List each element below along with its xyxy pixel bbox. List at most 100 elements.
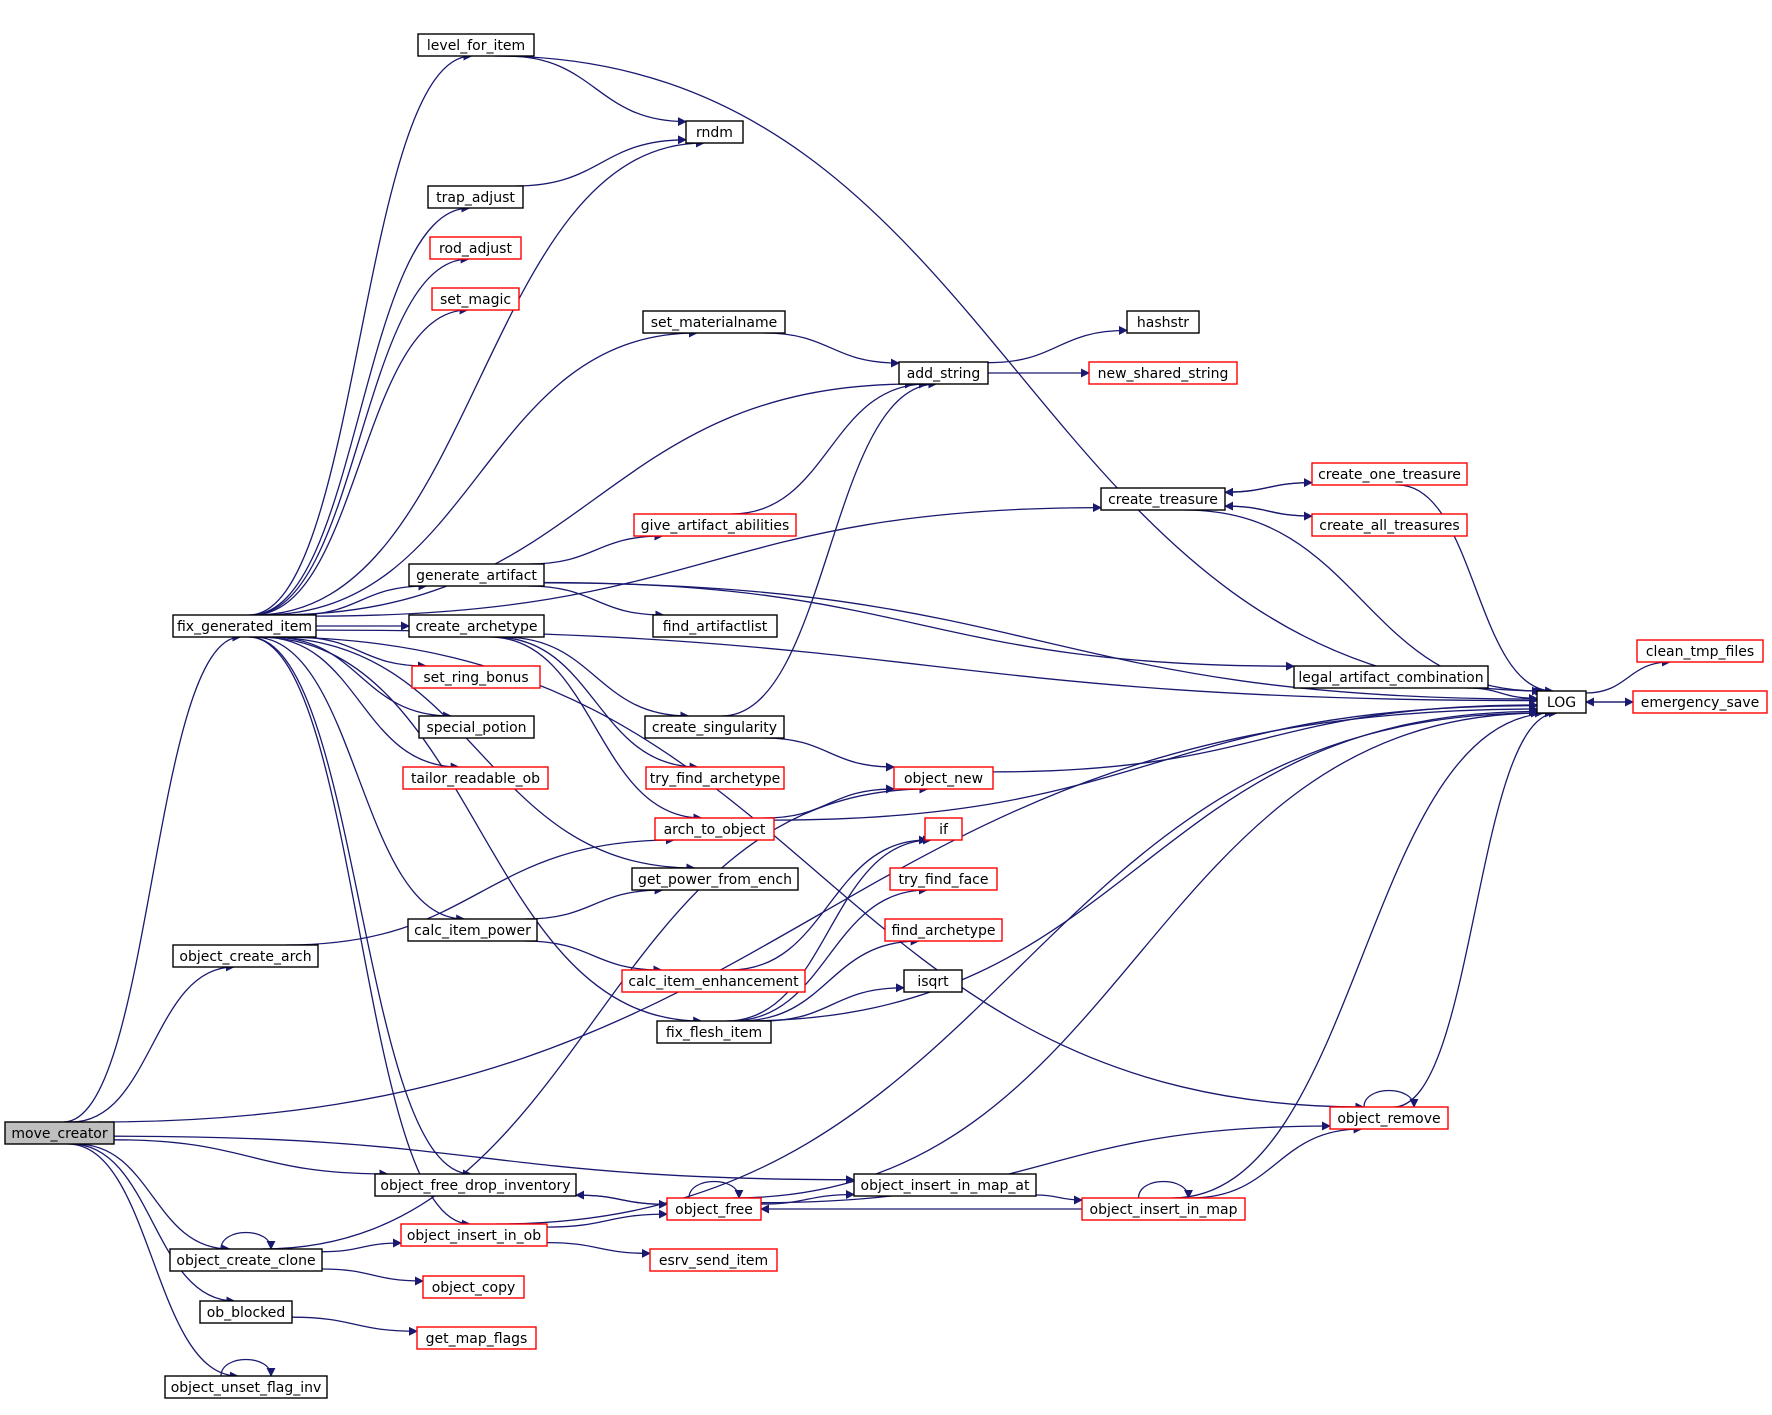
node-object-create-clone[interactable]: object_create_clone	[169, 1248, 323, 1272]
edge-fix_generated_item-to-set_magic	[252, 305, 469, 616]
node-generate-artifact[interactable]: generate_artifact	[408, 563, 545, 587]
node-label: calc_item_enhancement	[628, 974, 799, 990]
node-box	[172, 944, 319, 968]
edge-generate_artifact-to-find_artifactlist	[527, 585, 665, 620]
node-box	[633, 513, 797, 537]
edge-fix_generated_item-to-trap_adjust	[250, 203, 471, 616]
node-object-unset-flag-inv[interactable]: object_unset_flag_inv	[164, 1375, 328, 1399]
edge-object_insert_in_ob-to-LOG	[496, 708, 1540, 1225]
edges-layer	[63, 51, 1671, 1381]
edge-add_string-to-hashstr	[987, 325, 1128, 364]
node-object-insert-in-map-at[interactable]: object_insert_in_map_at	[853, 1173, 1037, 1197]
edge-create_one_treasure-to-create_treasure	[1224, 481, 1313, 497]
node-set-magic[interactable]: set_magic	[431, 287, 520, 311]
node-LOG[interactable]: LOG	[1536, 690, 1587, 714]
node-ob-blocked[interactable]: ob_blocked	[199, 1300, 293, 1324]
edge-object_new-to-LOG	[992, 700, 1538, 773]
node-box	[374, 1173, 577, 1197]
node-label: rndm	[696, 125, 733, 141]
node-fix-generated-item[interactable]: fix_generated_item	[172, 614, 317, 638]
node-emergency-save[interactable]: emergency_save	[1632, 690, 1768, 714]
node-label: hashstr	[1137, 315, 1189, 331]
node-box	[199, 1300, 293, 1324]
edge-move_creator-to-object_unset_flag_inv	[67, 1143, 239, 1381]
node-calc-item-enhancement[interactable]: calc_item_enhancement	[621, 969, 806, 993]
node-esrv-send-item[interactable]: esrv_send_item	[649, 1248, 778, 1272]
node-get-map-flags[interactable]: get_map_flags	[416, 1326, 537, 1350]
node-label: object_copy	[432, 1280, 516, 1296]
node-box	[427, 185, 524, 209]
node-box	[1311, 462, 1468, 486]
edge-ob_blocked-to-get_map_flags	[291, 1316, 418, 1336]
edge-object_unset_flag_inv-to-object_unset_flag_inv	[220, 1358, 276, 1377]
node-fix-flesh-item[interactable]: fix_flesh_item	[656, 1020, 772, 1044]
node-tailor-readable-ob[interactable]: tailor_readable_ob	[402, 766, 549, 790]
node-box	[408, 614, 545, 638]
node-box	[884, 918, 1003, 942]
node-object-copy[interactable]: object_copy	[422, 1275, 525, 1299]
node-create-archetype[interactable]: create_archetype	[408, 614, 545, 638]
node-create-all-treasures[interactable]: create_all_treasures	[1311, 513, 1468, 537]
edge-create_archetype-to-try_find_archetype	[493, 636, 699, 772]
node-set-materialname[interactable]: set_materialname	[642, 310, 786, 334]
node-rod-adjust[interactable]: rod_adjust	[429, 236, 522, 260]
edge-fix_flesh_item-to-find_archetype	[738, 936, 920, 1022]
node-arch-to-object[interactable]: arch_to_object	[654, 817, 775, 841]
edge-object_insert_in_map-to-LOG	[1172, 708, 1554, 1199]
edge-set_materialname-to-add_string	[763, 332, 900, 368]
node-clean-tmp-files[interactable]: clean_tmp_files	[1636, 639, 1764, 663]
edge-fix_generated_item-to-tailor_readable_ob	[261, 636, 460, 772]
node-box	[172, 614, 317, 638]
node-create-singularity[interactable]: create_singularity	[644, 715, 785, 739]
node-label: try_find_archetype	[650, 771, 781, 787]
node-rndm[interactable]: rndm	[685, 120, 744, 144]
node-box	[642, 310, 786, 334]
node-legal-artifact-combination[interactable]: legal_artifact_combination	[1293, 665, 1489, 689]
node-label: fix_generated_item	[177, 619, 312, 635]
node-label: create_one_treasure	[1318, 467, 1461, 483]
node-object-remove[interactable]: object_remove	[1329, 1106, 1449, 1130]
node-add-string[interactable]: add_string	[898, 361, 989, 385]
node-object-create-arch[interactable]: object_create_arch	[172, 944, 319, 968]
node-label: special_potion	[426, 720, 526, 736]
node-calc-item-power[interactable]: calc_item_power	[407, 918, 538, 942]
node-create-treasure[interactable]: create_treasure	[1100, 487, 1226, 511]
node-try-find-face[interactable]: try_find_face	[889, 867, 998, 891]
node-box	[418, 715, 535, 739]
node-label: ob_blocked	[207, 1305, 286, 1321]
node-level-for-item[interactable]: level_for_item	[417, 33, 535, 57]
node-object-insert-in-map[interactable]: object_insert_in_map	[1081, 1197, 1246, 1221]
node-find-archetype[interactable]: find_archetype	[884, 918, 1003, 942]
node-if[interactable]: if	[924, 817, 963, 841]
node-create-one-treasure[interactable]: create_one_treasure	[1311, 462, 1468, 486]
node-move-creator[interactable]: move_creator	[4, 1121, 115, 1145]
node-label: create_singularity	[652, 720, 777, 736]
node-object-free[interactable]: object_free	[666, 1197, 762, 1221]
node-object-insert-in-ob[interactable]: object_insert_in_ob	[400, 1223, 548, 1247]
node-object-free-drop-inventory[interactable]: object_free_drop_inventory	[374, 1173, 577, 1197]
node-trap-adjust[interactable]: trap_adjust	[427, 185, 524, 209]
node-get-power-from-ench[interactable]: get_power_from_ench	[631, 867, 799, 891]
node-set-ring-bonus[interactable]: set_ring_bonus	[411, 665, 541, 689]
node-object-new[interactable]: object_new	[893, 766, 994, 790]
node-give-artifact-abilities[interactable]: give_artifact_abilities	[633, 513, 797, 537]
edge-give_artifact_abilities-to-add_string	[731, 379, 928, 515]
node-box	[417, 33, 535, 57]
node-box	[400, 1223, 548, 1247]
node-label: add_string	[907, 366, 981, 382]
node-box	[1088, 361, 1238, 385]
edge-fix_generated_item-to-object_remove	[270, 636, 1365, 1112]
node-try-find-archetype[interactable]: try_find_archetype	[645, 766, 785, 790]
node-label: find_archetype	[891, 923, 995, 939]
node-label: try_find_face	[899, 872, 989, 888]
node-box	[411, 665, 541, 689]
node-hashstr[interactable]: hashstr	[1126, 310, 1200, 334]
node-find-artifactlist[interactable]: find_artifactlist	[652, 614, 778, 638]
node-box	[645, 766, 785, 790]
edge-fix_generated_item-to-rod_adjust	[251, 254, 470, 616]
node-special-potion[interactable]: special_potion	[418, 715, 535, 739]
node-isqrt[interactable]: isqrt	[903, 969, 963, 993]
edge-fix_generated_item-to-create_treasure	[315, 503, 1102, 617]
node-new-shared-string[interactable]: new_shared_string	[1088, 361, 1238, 385]
